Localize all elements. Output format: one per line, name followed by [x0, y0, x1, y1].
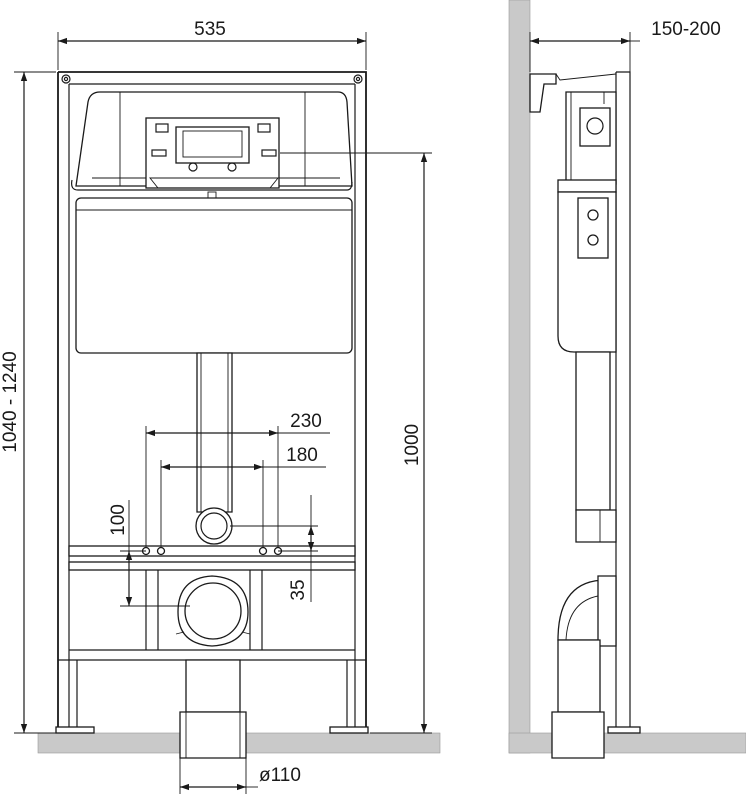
drain-bend [175, 575, 251, 647]
side-drain-elbow [551, 575, 617, 759]
cistern-housing [71, 91, 353, 199]
dim-wall-distance: 150-200 [529, 19, 721, 72]
height-100-label: 100 [108, 504, 129, 536]
side-view-floor [508, 732, 746, 754]
height-1000-label: 1000 [402, 424, 423, 466]
drain-outlet-icon [184, 582, 242, 640]
side-cistern [557, 91, 617, 353]
drain-pipe [179, 659, 247, 759]
bolt-inner-label: 180 [286, 445, 318, 466]
side-view-wall [508, 0, 531, 754]
dim-frame-width: 535 [57, 19, 367, 70]
dim-total-height: 1040 - 1240 [0, 71, 56, 734]
drain-diameter-label: ø110 [259, 765, 301, 786]
wall-distance-label: 150-200 [651, 19, 721, 40]
dim-height-1000: 1000 [280, 152, 432, 734]
front-view: 535 1040 - 1240 1000 230 180 [0, 19, 432, 794]
lower-crossbars [68, 545, 356, 650]
dim-bolt-inner: 180 [160, 445, 326, 548]
wall-bracket [529, 73, 617, 113]
cistern-tank [75, 197, 353, 354]
total-height-label: 1040 - 1240 [0, 351, 21, 452]
dim-bolt-outer: 230 [145, 411, 330, 548]
mount-hole-left-icon [61, 74, 71, 84]
side-flush-pipe [575, 351, 617, 543]
frame-legs [55, 660, 369, 734]
dim-height-100: 100 [108, 500, 190, 607]
side-frame-post [615, 71, 631, 660]
bolt-outer-label: 230 [290, 411, 322, 432]
height-35-label: 35 [288, 579, 309, 600]
dim-height-35: 35 [230, 495, 318, 602]
dim-drain-diameter: ø110 [179, 758, 301, 794]
side-view: 150-200 [529, 19, 721, 759]
frame-width-label: 535 [194, 19, 226, 40]
mount-hole-right-icon [353, 74, 363, 84]
